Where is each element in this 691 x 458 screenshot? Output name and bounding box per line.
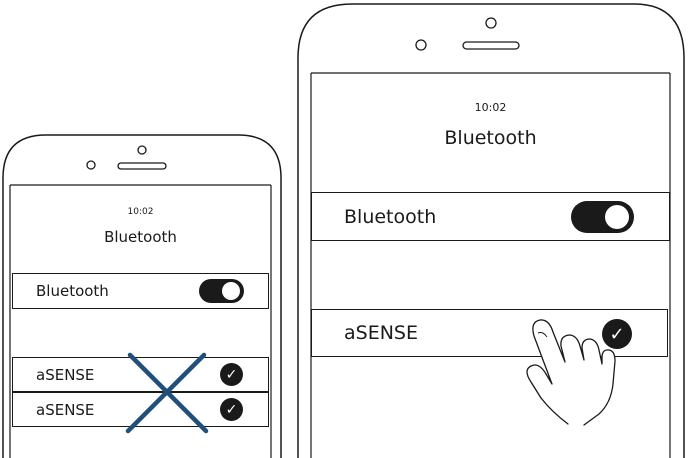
left-bluetooth-label: Bluetooth xyxy=(36,282,109,300)
right-bluetooth-row: Bluetooth xyxy=(311,192,670,241)
left-device-label-1: aSENSE xyxy=(36,365,95,384)
right-phone-camera-icon xyxy=(415,39,427,51)
left-device-checkmark-icon-2: ✓ xyxy=(220,398,243,421)
left-phone-camera-icon xyxy=(86,160,96,170)
left-device-checkmark-icon-1: ✓ xyxy=(220,363,243,386)
left-screen-title: Bluetooth xyxy=(104,228,177,246)
right-device-label: aSENSE xyxy=(344,322,418,344)
left-device-label-2: aSENSE xyxy=(36,400,95,419)
left-phone-sensor-icon xyxy=(137,145,147,155)
right-toggle-knob xyxy=(605,205,629,229)
left-bluetooth-toggle[interactable] xyxy=(199,279,244,303)
left-phone-speaker-icon xyxy=(117,162,167,170)
left-toggle-knob xyxy=(222,282,240,300)
right-device-row[interactable]: aSENSE ✓ xyxy=(311,309,668,357)
right-bluetooth-toggle[interactable] xyxy=(571,201,634,233)
right-device-checkmark-icon: ✓ xyxy=(602,319,632,349)
left-status-time: 10:02 xyxy=(127,207,154,217)
right-screen-title: Bluetooth xyxy=(444,127,537,149)
right-phone-speaker-icon xyxy=(462,41,520,50)
right-phone-sensor-icon xyxy=(485,17,497,29)
right-bluetooth-label: Bluetooth xyxy=(344,205,437,228)
right-status-time: 10:02 xyxy=(474,101,507,114)
left-bluetooth-row: Bluetooth xyxy=(12,273,269,309)
